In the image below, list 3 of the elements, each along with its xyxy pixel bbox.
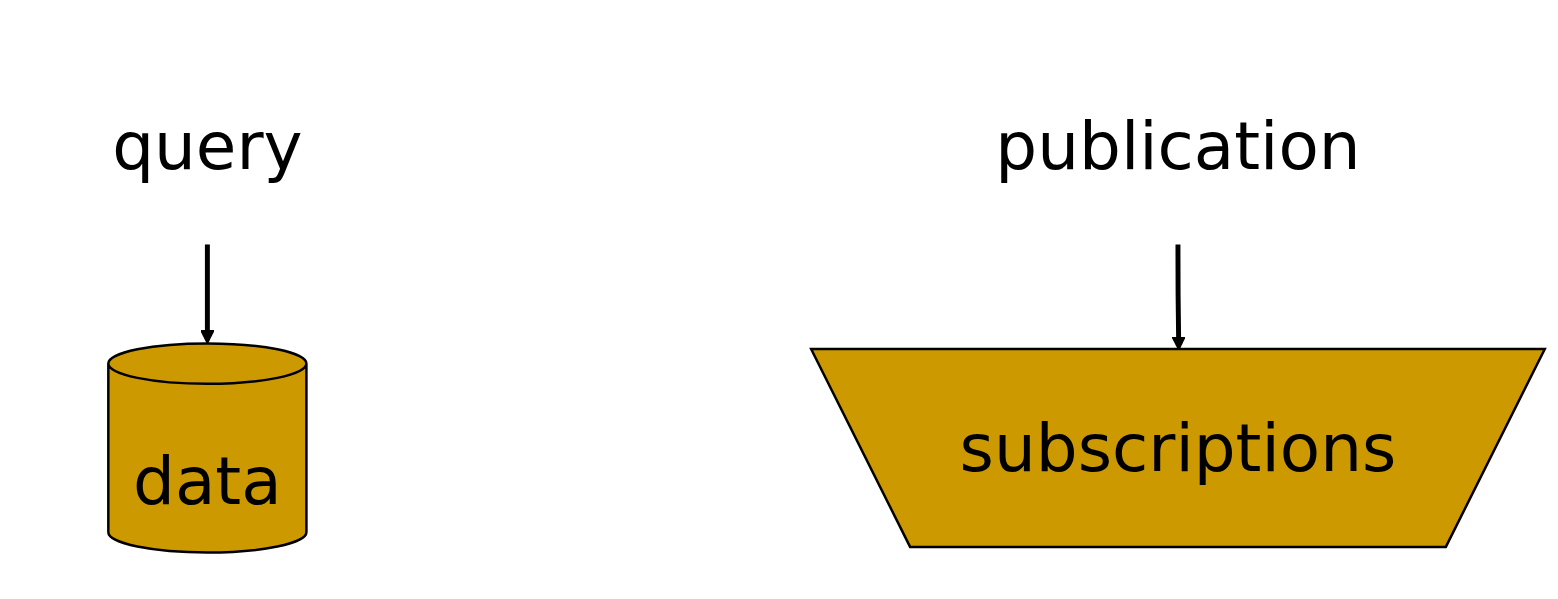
node-text: query [112,107,303,184]
arrow [200,244,215,345]
node-text: publication [995,107,1361,184]
